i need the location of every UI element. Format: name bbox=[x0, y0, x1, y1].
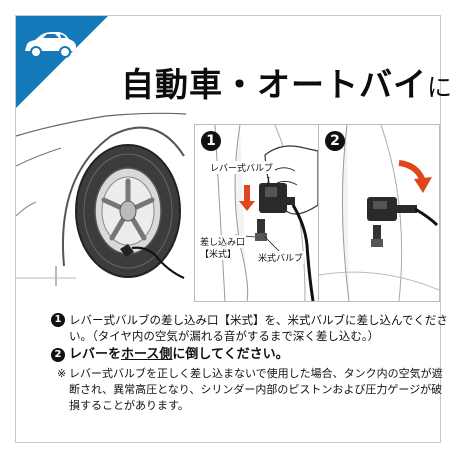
curved-arrow-icon bbox=[398, 160, 432, 193]
note-mark: ※ bbox=[57, 367, 67, 380]
step-2-text-post: に倒してください。 bbox=[172, 347, 289, 362]
note-text: レバー式バルブを正しく差し込まないで使用した場合、タンク内の空気が遮断され、異常… bbox=[69, 367, 443, 412]
step-2-illustration bbox=[319, 125, 439, 301]
label-lever-valve: レバー式バルブ bbox=[209, 161, 275, 174]
instruction-step-2: 2 レバーをホース側に倒してください。 bbox=[51, 347, 451, 363]
page-title: 自動車・オートバイに bbox=[121, 58, 454, 106]
step-2-number: 2 bbox=[325, 131, 345, 151]
step-1-number: 1 bbox=[201, 131, 221, 151]
title-suffix: に bbox=[427, 73, 454, 102]
car-wheel-illustration bbox=[16, 112, 187, 286]
step-2-panel: 2 bbox=[318, 124, 440, 302]
step-1-panel: 1 レバー式バルブ 差し込み口 【米式】 米式バルブ bbox=[194, 124, 319, 302]
instructions: 1 レバー式バルブの差し込み口【米式】を、米式バルブに差し込んでください。（タイ… bbox=[51, 312, 451, 414]
content-frame: 自動車・オートバイに bbox=[15, 15, 452, 443]
label-inlet-type: 【米式】 bbox=[199, 247, 238, 260]
instruction-step-1: 1 レバー式バルブの差し込み口【米式】を、米式バルブに差し込んでください。（タイ… bbox=[51, 312, 451, 344]
step-1-badge: 1 bbox=[51, 313, 65, 327]
title-main: 自動車・オートバイ bbox=[121, 65, 427, 104]
caution-note: ※ レバー式バルブを正しく差し込まないで使用した場合、タンク内の空気が遮断され、… bbox=[51, 366, 451, 414]
label-inlet: 差し込み口 bbox=[199, 235, 247, 248]
corner-badge bbox=[16, 16, 108, 108]
step-2-hose-side: ホース側 bbox=[121, 347, 173, 362]
car-icon bbox=[25, 32, 76, 58]
label-us-valve: 米式バルブ bbox=[257, 251, 305, 264]
step-1-illustration bbox=[214, 125, 318, 301]
step-1-text: レバー式バルブの差し込み口【米式】を、米式バルブに差し込んでください。（タイヤ内… bbox=[69, 313, 448, 343]
down-arrow-icon bbox=[239, 185, 255, 211]
step-2-text-pre: レバーを bbox=[69, 347, 122, 362]
step-2-badge: 2 bbox=[51, 348, 65, 362]
